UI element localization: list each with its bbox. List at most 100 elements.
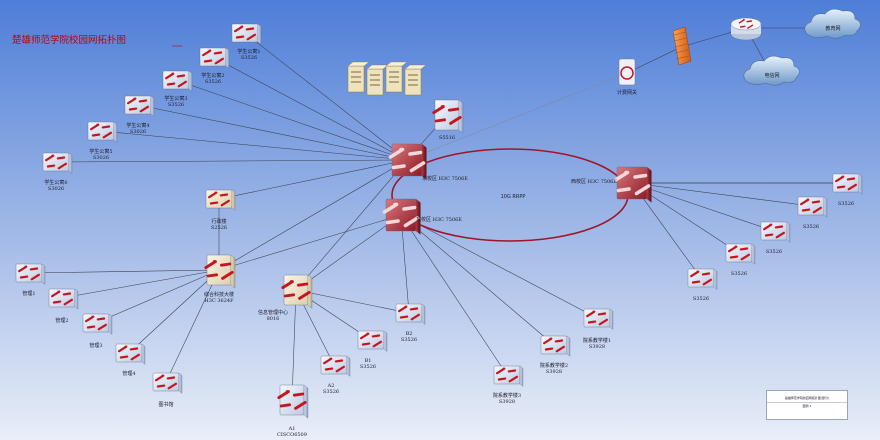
node-label: S3928 [546, 369, 562, 375]
node-label: B1 [365, 358, 372, 364]
link-core_east-dorm4 [137, 104, 408, 161]
node-w5[interactable]: S3526 [832, 173, 863, 207]
node-label: B2 [406, 331, 413, 337]
link-sci-mgmt4 [128, 269, 220, 354]
link-core_east2-teach2 [400, 214, 555, 346]
link-core_east-dorm6 [55, 159, 408, 163]
link-core_east-dorm5 [100, 130, 408, 161]
link-netcenter-b2 [295, 289, 410, 314]
link-core_east-dorm1 [244, 32, 408, 161]
node-s5516[interactable]: S5516 [432, 99, 464, 141]
node-label: 计费网关 [617, 89, 637, 96]
legend-entry: 图例 1 [802, 404, 812, 408]
node-router[interactable] [730, 17, 762, 41]
link-core_west-w3 [631, 182, 775, 232]
link-sci-mgmt3 [95, 269, 220, 324]
node-label: 8016 [267, 316, 280, 322]
node-label: 图书馆 [158, 401, 173, 408]
node-label: 学生公寓4 [126, 122, 149, 129]
node-label: S3026 [93, 155, 109, 161]
node-w3[interactable]: S3526 [760, 221, 791, 255]
node-label: S3526 [323, 389, 339, 395]
node-label: 教育网 [825, 25, 840, 32]
node-mgmt3[interactable]: 管理3 [82, 313, 113, 349]
node-label: 电信网 [764, 72, 779, 79]
link-core_east2-teach3 [400, 214, 508, 376]
node-w4[interactable]: S3526 [797, 196, 828, 230]
node-label: 学生公寓6 [44, 179, 67, 186]
node-label: S3526 [241, 55, 257, 61]
node-label: 学生公寓2 [201, 72, 224, 79]
node-mgmt4[interactable]: 管理4 [115, 343, 146, 377]
legend-title: 楚雄师范学院校园网拓扑图(部分) [784, 396, 830, 400]
node-w2[interactable]: S3526 [725, 243, 756, 277]
node-label: S3526 [838, 201, 854, 207]
node-firewall[interactable] [672, 26, 692, 66]
node-label: 东校区 H3C 7506E [422, 175, 468, 182]
node-label: 院系教学楼3 [493, 392, 521, 399]
link-core_east-dorm3 [175, 79, 408, 161]
node-label: H3C 3624F [204, 298, 234, 304]
node-cloud2[interactable]: 电信网 [743, 55, 800, 86]
ring-label: 10G RRPP [501, 194, 526, 200]
link-netcenter-a1 [291, 289, 297, 401]
node-label: A2 [327, 383, 335, 389]
node-core_east[interactable]: 东校区 H3C 7506E [388, 143, 469, 182]
node-label: S2526 [211, 225, 227, 231]
node-label: S3526 [693, 296, 709, 302]
node-label: 管理2 [55, 317, 68, 324]
node-label: 院系教学楼2 [540, 362, 568, 369]
node-label: 学生公寓1 [237, 48, 260, 55]
link-core_east-sci [218, 159, 408, 271]
node-label: S3526 [360, 364, 376, 370]
node-core_west[interactable]: 西校区 H3C 7506E [571, 166, 652, 203]
node-core_east2[interactable]: 东校区 H3C 7506E [382, 198, 463, 235]
node-label: 学生公寓5 [89, 148, 112, 155]
link-core_west-w4 [631, 182, 812, 207]
link-core_east-admin [218, 159, 408, 200]
link-core_east2-b2 [400, 214, 410, 314]
link-billing-firewall [626, 46, 682, 74]
node-cloud1[interactable]: 教育网 [804, 8, 861, 39]
link-core_east2-teach1 [400, 214, 598, 319]
node-label: CISCO6509 [277, 432, 307, 438]
node-label: S3526 [205, 79, 221, 85]
node-label: 管理4 [122, 370, 135, 377]
node-label: 管理3 [89, 342, 102, 349]
node-label: A1 [288, 426, 296, 432]
node-billing[interactable]: 计费网关 [617, 58, 637, 96]
link-core_east2-sci [218, 214, 402, 271]
node-w1[interactable]: S3526 [687, 268, 718, 302]
node-label: S3526 [803, 224, 819, 230]
legend-divider [767, 402, 847, 403]
node-label: S3928 [499, 399, 515, 405]
node-label: S3026 [48, 186, 64, 192]
node-label: S5516 [439, 135, 455, 141]
node-label: 管理1 [22, 290, 35, 297]
node-servers[interactable] [347, 61, 427, 96]
node-mgmt1[interactable]: 管理1 [15, 263, 46, 297]
link-core_east2-netcenter [295, 214, 402, 291]
node-mgmt2[interactable]: 管理2 [48, 288, 79, 324]
node-lib[interactable]: 图书馆 [152, 372, 183, 408]
link-sci-mgmt2 [61, 269, 220, 299]
node-label: S3928 [589, 344, 605, 350]
link-core_east-netcenter [295, 159, 408, 291]
